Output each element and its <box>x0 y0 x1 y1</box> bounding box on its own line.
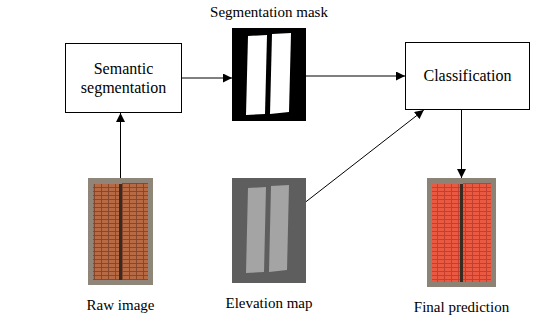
image-caption: Elevation map <box>225 295 312 312</box>
stack-gap <box>119 184 122 280</box>
flow-arrow <box>182 78 232 79</box>
mask-region <box>246 35 267 115</box>
box-label: Classification <box>424 66 512 85</box>
image-node: Segmentation mask <box>232 28 306 121</box>
elevation-picture <box>232 178 306 283</box>
image-caption: Segmentation mask <box>210 4 328 21</box>
photo-ground <box>88 178 153 285</box>
flow-arrow <box>306 110 424 202</box>
image-node: Elevation map <box>232 178 306 283</box>
image-caption: Final prediction <box>414 299 509 316</box>
predicted-stack <box>463 183 491 282</box>
brick-stack <box>93 184 119 280</box>
flow-arrow <box>306 76 405 77</box>
image-node: Final prediction <box>427 178 496 287</box>
brick-stack <box>122 183 148 280</box>
box-label: Semantic segmentation <box>73 59 174 97</box>
mask-ground <box>232 28 306 121</box>
image-caption: Raw image <box>87 297 155 314</box>
process-box: Classification <box>405 42 530 110</box>
photo-ground <box>427 178 496 287</box>
elevation-ground <box>232 178 306 283</box>
stack-gap <box>460 184 463 282</box>
mask-picture <box>232 28 306 121</box>
elevation-region <box>246 187 266 273</box>
flow-arrow <box>120 113 121 178</box>
elevation-region <box>269 185 289 272</box>
mask-region <box>270 33 291 114</box>
process-box: Semantic segmentation <box>65 43 182 113</box>
flow-arrow <box>461 110 462 178</box>
predicted-stack <box>432 184 460 282</box>
prediction-picture <box>427 178 496 287</box>
image-node: Raw image <box>88 178 153 285</box>
raw-image-picture <box>88 178 153 285</box>
